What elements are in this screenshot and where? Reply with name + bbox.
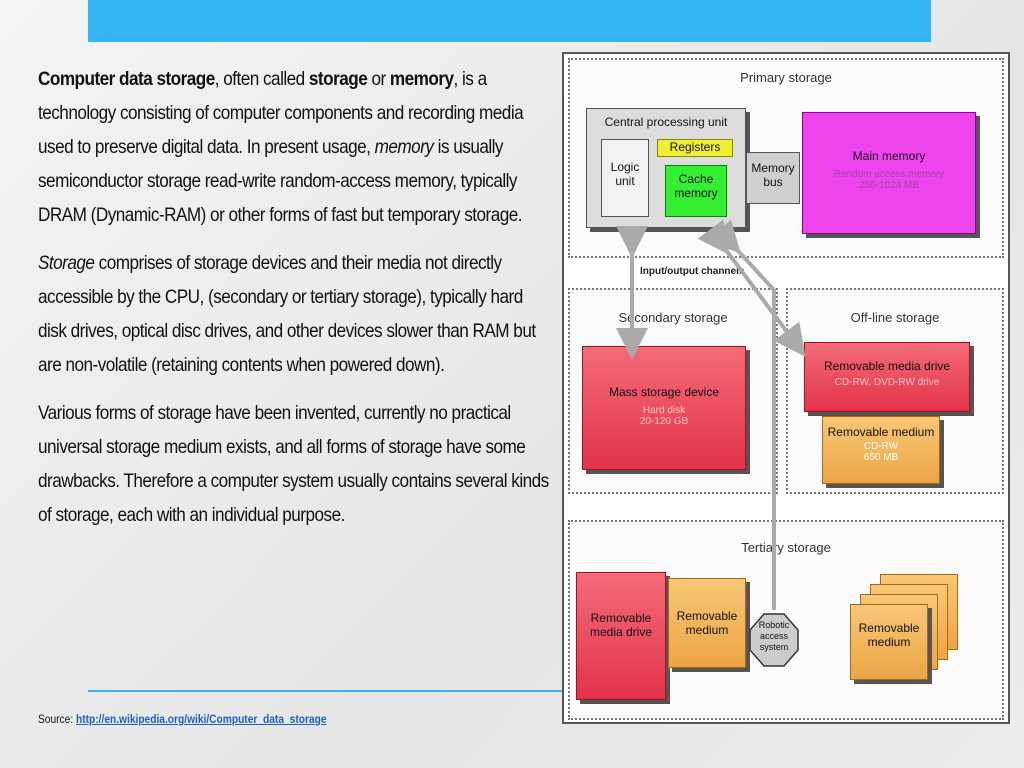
paragraph-1: Computer data storage, often called stor… <box>38 62 553 232</box>
divider-line <box>88 690 566 692</box>
term-memory-italic: memory <box>374 136 434 158</box>
arrow-cpu-to-robotic <box>707 219 776 610</box>
cpu-box: Central processing unit Logic unit Regis… <box>586 108 746 228</box>
memory-bus-box: Memory bus <box>746 152 800 204</box>
medium-stack-front: Removable medium <box>850 604 928 680</box>
source-citation: Source: http://en.wikipedia.org/wiki/Com… <box>38 712 327 726</box>
offline-medium-size: 650 MB <box>863 452 899 463</box>
paragraph-2: Storage comprises of storage devices and… <box>38 246 553 382</box>
secondary-storage-zone: Secondary storage Mass storage device Ha… <box>568 288 778 494</box>
paragraph-3: Various forms of storage have been inven… <box>38 402 549 526</box>
medium-stack-label: Removable medium <box>858 621 920 649</box>
mass-storage-box: Mass storage device Hard disk 20-120 GB <box>582 346 746 470</box>
io-channels-label: Input/output channels <box>640 266 745 277</box>
header-accent-bar <box>88 0 931 42</box>
logic-unit-label: Logic unit <box>610 160 640 188</box>
tertiary-medium-box: Removable medium <box>668 578 746 668</box>
offline-storage-zone: Off-line storage Removable media drive C… <box>786 288 1004 494</box>
robotic-access-label: Robotic access system <box>758 620 790 652</box>
text-span: comprises of storage devices and their m… <box>38 252 536 376</box>
cache-memory-box: Cache memory <box>665 165 727 217</box>
robotic-access-octagon <box>749 613 799 667</box>
offline-drive-box: Removable media drive CD-RW, DVD-RW driv… <box>804 342 970 412</box>
text-span: is usually semiconductor storage read-wr… <box>38 136 523 226</box>
tertiary-drive-box: Removable media drive <box>576 572 666 700</box>
tertiary-drive-label: Removable media drive <box>589 611 653 639</box>
registers-label: Registers <box>669 140 721 154</box>
diagram-arrows <box>616 219 806 667</box>
cpu-label: Central processing unit <box>604 115 728 129</box>
main-memory-type: Random access memory <box>833 169 945 180</box>
main-memory-size: 256-1024 MB <box>858 180 920 191</box>
memory-bus-label: Memory bus <box>751 161 795 189</box>
term-memory: memory <box>389 68 454 90</box>
main-memory-label: Main memory <box>852 149 926 163</box>
offline-drive-label: Removable media drive <box>823 359 951 373</box>
storage-hierarchy-diagram: Primary storage Central processing unit … <box>562 52 1010 724</box>
offline-medium-box: Removable medium CD-RW 650 MB <box>822 416 940 484</box>
text-span: , often called <box>214 68 309 90</box>
text-span: , is a technology consisting of computer… <box>38 68 524 158</box>
offline-storage-title: Off-line storage <box>850 310 940 325</box>
source-label: Source: <box>38 712 76 726</box>
term-computer-data-storage: Computer data storage <box>38 68 215 90</box>
tertiary-medium-label: Removable medium <box>676 609 738 637</box>
source-link[interactable]: http://en.wikipedia.org/wiki/Computer_da… <box>75 712 327 726</box>
primary-storage-title: Primary storage <box>740 70 832 85</box>
offline-drive-type: CD-RW, DVD-RW drive <box>834 377 940 388</box>
cache-memory-label: Cache memory <box>674 172 718 200</box>
main-memory-box: Main memory Random access memory 256-102… <box>802 112 976 234</box>
mass-storage-size: 20-120 GB <box>639 416 689 427</box>
mass-storage-label: Mass storage device <box>608 385 720 399</box>
registers-box: Registers <box>657 139 733 157</box>
tertiary-storage-title: Tertiary storage <box>741 540 831 555</box>
body-text: Computer data storage, often called stor… <box>38 62 553 546</box>
logic-unit-box: Logic unit <box>601 139 649 217</box>
arrow-cpu-to-offline <box>697 219 806 357</box>
offline-medium-type: CD-RW <box>863 441 899 452</box>
text-span: or <box>367 68 390 90</box>
term-storage: storage <box>308 68 368 90</box>
mass-storage-type: Hard disk <box>642 405 686 416</box>
offline-medium-label: Removable medium <box>827 425 935 439</box>
term-storage-italic: Storage <box>38 252 95 274</box>
